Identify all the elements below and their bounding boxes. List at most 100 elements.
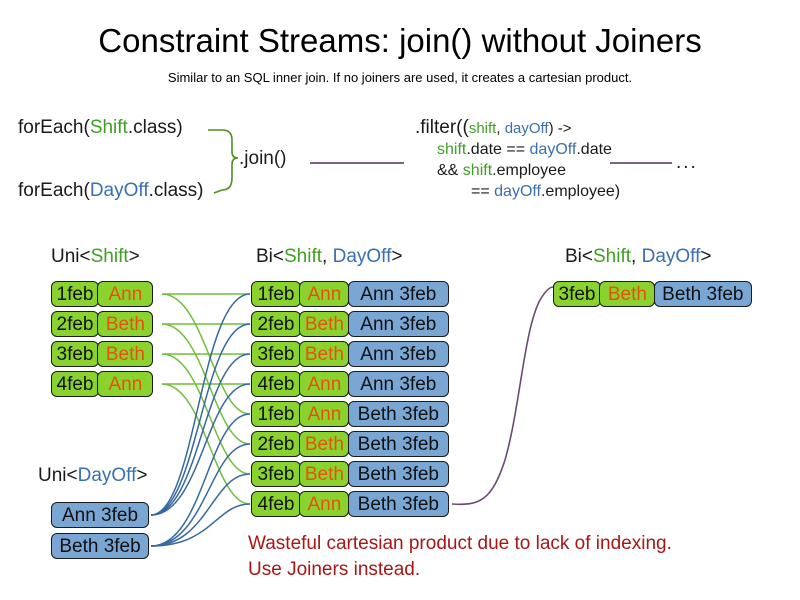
dayoff-pair: Beth 3feb: [51, 533, 149, 559]
filter-l4-prefix: ==: [471, 183, 495, 200]
cartesian-dayoff: Beth 3feb: [347, 461, 449, 487]
filter-l1-dayoff: dayOff: [504, 120, 549, 137]
bi-right-comma: ,: [631, 246, 642, 267]
uni-shift-prefix: Uni<: [51, 246, 91, 267]
wires-dayoff-to-bi: [150, 293, 251, 547]
label-bi-middle: Bi<Shift, DayOff>: [256, 246, 402, 268]
shift-employee: Beth: [97, 311, 154, 337]
filter-line-1: .filter((shift, dayOff) ->: [415, 117, 620, 139]
cartesian-dayoff: Ann 3feb: [347, 311, 449, 337]
cartesian-date: 2feb: [251, 311, 301, 337]
label-uni-dayoff: Uni<DayOff>: [38, 465, 148, 487]
filter-l3-prefix: &&: [437, 162, 463, 179]
label-uni-shift: Uni<Shift>: [51, 246, 140, 268]
shift-date: 1feb: [51, 281, 99, 307]
cartesian-dayoff: Beth 3feb: [347, 401, 449, 427]
uni-dayoff-prefix: Uni<: [38, 465, 78, 486]
shift-card[interactable]: 1feb Ann: [51, 281, 154, 307]
foreach-shift-type: Shift: [89, 117, 128, 138]
warning-note-line-2: Use Joiners instead.: [248, 559, 421, 580]
cartesian-dayoff: Ann 3feb: [347, 281, 449, 307]
filter-l4-dayoff: dayOff: [494, 183, 541, 200]
filter-line-4: == dayOff.employee): [415, 181, 620, 202]
cartesian-date: 4feb: [251, 491, 301, 517]
cartesian-card[interactable]: 4feb Ann Ann 3feb: [251, 371, 449, 397]
dayoff-card[interactable]: Ann 3feb: [51, 502, 149, 528]
foreach-dayoff-type: DayOff: [89, 180, 149, 201]
cartesian-date: 2feb: [251, 431, 301, 457]
cartesian-date: 1feb: [251, 281, 301, 307]
code-filter-block: .filter((shift, dayOff) -> shift.date ==…: [415, 117, 620, 202]
foreach-dayoff-prefix: forEach(: [18, 180, 90, 201]
filter-l2-dayoff: dayOff: [529, 141, 577, 158]
result-dayoff: Beth 3feb: [653, 281, 752, 307]
warning-note-line-1: Wasteful cartesian product due to lack o…: [248, 533, 672, 554]
cartesian-card[interactable]: 1feb Ann Ann 3feb: [251, 281, 449, 307]
cartesian-date: 3feb: [251, 461, 301, 487]
ellipsis-label: ...: [676, 152, 698, 173]
label-bi-right: Bi<Shift, DayOff>: [565, 246, 711, 268]
cartesian-dayoff: Ann 3feb: [347, 341, 449, 367]
filter-line-2: shift.date == dayOff.date: [415, 139, 620, 160]
result-card[interactable]: 3feb Beth Beth 3feb: [553, 281, 752, 307]
cartesian-date: 3feb: [251, 341, 301, 367]
shift-date: 3feb: [51, 341, 99, 367]
filter-l1-suffix: ) ->: [548, 120, 572, 137]
filter-line-3: && shift.employee: [415, 160, 620, 181]
cartesian-employee: Beth: [299, 341, 350, 367]
cartesian-card[interactable]: 2feb Beth Beth 3feb: [251, 431, 449, 457]
page-title: Constraint Streams: join() without Joine…: [98, 22, 702, 59]
cartesian-employee: Ann: [299, 281, 350, 307]
cartesian-card[interactable]: 3feb Beth Beth 3feb: [251, 461, 449, 487]
uni-dayoff-type: DayOff: [77, 465, 137, 486]
cartesian-card[interactable]: 2feb Beth Ann 3feb: [251, 311, 449, 337]
cartesian-dayoff: Beth 3feb: [347, 491, 449, 517]
bi-mid-comma: ,: [322, 246, 333, 267]
filter-l1-comma: ,: [496, 120, 505, 137]
shift-employee: Ann: [97, 281, 154, 307]
bi-mid-type-a: Shift: [284, 246, 323, 267]
bi-mid-type-b: DayOff: [332, 246, 392, 267]
cartesian-employee: Beth: [299, 311, 350, 337]
shift-date: 4feb: [51, 371, 99, 397]
cartesian-employee: Ann: [299, 491, 350, 517]
result-date: 3feb: [553, 281, 601, 307]
brace-foreach-to-join: [208, 129, 239, 194]
bi-right-prefix: Bi<: [565, 246, 593, 267]
bi-mid-suffix: >: [391, 246, 403, 267]
shift-card[interactable]: 2feb Beth: [51, 311, 154, 337]
bi-right-suffix: >: [700, 246, 712, 267]
warning-note: Wasteful cartesian product due to lack o…: [248, 531, 672, 583]
cartesian-employee: Beth: [299, 431, 350, 457]
code-foreach-shift: forEach(Shift.class): [18, 117, 183, 139]
dayoff-card[interactable]: Beth 3feb: [51, 533, 149, 559]
uni-shift-type: Shift: [90, 246, 129, 267]
shift-card[interactable]: 4feb Ann: [51, 371, 154, 397]
shift-employee: Ann: [97, 371, 154, 397]
code-join-label: .join(): [239, 148, 287, 169]
filter-l1-shift: shift: [468, 120, 497, 137]
filter-l3-shift: shift: [462, 162, 493, 179]
foreach-shift-prefix: forEach(: [18, 117, 90, 138]
cartesian-card[interactable]: 1feb Ann Beth 3feb: [251, 401, 449, 427]
cartesian-dayoff: Beth 3feb: [347, 431, 449, 457]
result-employee: Beth: [599, 281, 656, 307]
dayoff-pair: Ann 3feb: [51, 502, 149, 528]
shift-date: 2feb: [51, 311, 99, 337]
cartesian-employee: Beth: [299, 461, 350, 487]
page-subtitle: Similar to an SQL inner join. If no join…: [167, 70, 633, 85]
filter-l2-end: .date: [576, 141, 612, 158]
cartesian-card[interactable]: 4feb Ann Beth 3feb: [251, 491, 449, 517]
foreach-shift-suffix: .class): [127, 117, 183, 138]
bi-mid-prefix: Bi<: [256, 246, 284, 267]
shift-card[interactable]: 3feb Beth: [51, 341, 154, 367]
cartesian-card[interactable]: 3feb Beth Ann 3feb: [251, 341, 449, 367]
uni-shift-suffix: >: [128, 246, 140, 267]
uni-dayoff-suffix: >: [136, 465, 148, 486]
filter-l4-end: .employee): [540, 183, 621, 200]
filter-l3-end: .employee: [492, 162, 566, 179]
cartesian-employee: Ann: [299, 401, 350, 427]
cartesian-date: 4feb: [251, 371, 301, 397]
bi-right-type-b: DayOff: [641, 246, 701, 267]
